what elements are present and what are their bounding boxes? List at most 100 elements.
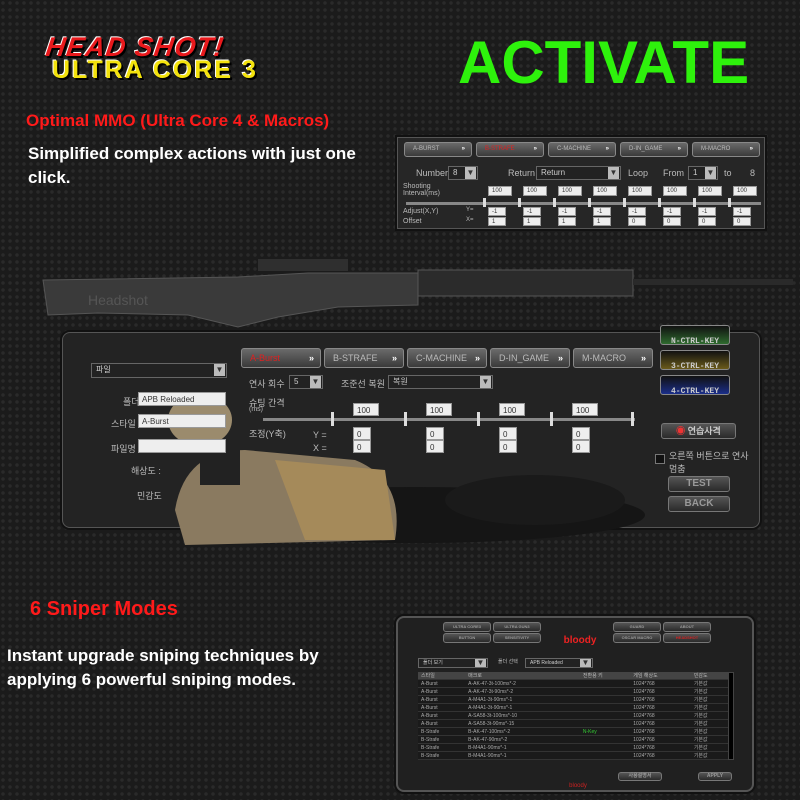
- interval-input[interactable]: 100: [353, 403, 379, 416]
- practice-shooting-button[interactable]: ◉ 연습사격: [661, 423, 736, 439]
- x-offset-input[interactable]: 0: [628, 217, 646, 226]
- interval-input[interactable]: 100: [572, 403, 598, 416]
- apply-button[interactable]: APPLY: [698, 772, 732, 781]
- column-header[interactable]: 게임 해상도: [630, 672, 691, 680]
- from-select[interactable]: 1: [688, 166, 718, 180]
- nav-tab[interactable]: HEADSHOT: [663, 633, 711, 643]
- file-menu[interactable]: 파일: [91, 363, 227, 378]
- slider-handle[interactable]: [553, 198, 556, 207]
- filename-field[interactable]: [138, 439, 226, 453]
- style-field[interactable]: A-Burst: [138, 414, 226, 428]
- column-header[interactable]: 민감도: [690, 672, 728, 680]
- x-offset-input[interactable]: 0: [353, 440, 371, 453]
- interval-slider[interactable]: [263, 418, 635, 421]
- interval-input[interactable]: 100: [523, 186, 547, 196]
- interval-input[interactable]: 100: [733, 186, 757, 196]
- x-offset-input[interactable]: 0: [663, 217, 681, 226]
- y-offset-input[interactable]: -1: [523, 207, 541, 216]
- back-button[interactable]: BACK: [668, 496, 730, 512]
- interval-input[interactable]: 100: [488, 186, 512, 196]
- y-offset-input[interactable]: -1: [628, 207, 646, 216]
- tab-d-in_game[interactable]: D-IN_GAME: [620, 142, 688, 157]
- ctrl-key-button[interactable]: 3-CTRL-KEY: [660, 350, 730, 371]
- slider-handle[interactable]: [404, 412, 407, 426]
- tab-b-strafe[interactable]: B-STRAFE: [324, 348, 404, 368]
- y-offset-input[interactable]: -1: [558, 207, 576, 216]
- user-guide-button[interactable]: 사용설명서: [618, 772, 662, 781]
- tab-m-macro[interactable]: M-MACRO: [573, 348, 653, 368]
- nav-tab[interactable]: SENSITIVITY: [493, 633, 541, 643]
- tab-d-in_game[interactable]: D-IN_GAME: [490, 348, 570, 368]
- nav-tab[interactable]: GUARD: [613, 622, 661, 632]
- x-offset-input[interactable]: 0: [733, 217, 751, 226]
- ctrl-key-button[interactable]: 4-CTRL-KEY: [660, 375, 730, 396]
- slider-handle[interactable]: [483, 198, 486, 207]
- x-offset-input[interactable]: 0: [698, 217, 716, 226]
- y-offset-input[interactable]: -1: [488, 207, 506, 216]
- nav-tab[interactable]: ABOUT: [663, 622, 711, 632]
- x-offset-input[interactable]: 1: [488, 217, 506, 226]
- y-offset-input[interactable]: -1: [698, 207, 716, 216]
- y-offset-input[interactable]: 0: [353, 427, 371, 440]
- numbers-select[interactable]: 8: [448, 166, 478, 180]
- tab-m-macro[interactable]: M-MACRO: [692, 142, 760, 157]
- interval-input[interactable]: 100: [426, 403, 452, 416]
- interval-input[interactable]: 100: [628, 186, 652, 196]
- interval-input[interactable]: 100: [558, 186, 582, 196]
- y-offset-input[interactable]: -1: [733, 207, 751, 216]
- y-offset-input[interactable]: -1: [593, 207, 611, 216]
- x-offset-input[interactable]: 1: [593, 217, 611, 226]
- interval-input[interactable]: 100: [663, 186, 687, 196]
- right-click-checkbox[interactable]: [655, 454, 665, 464]
- crosshair-select[interactable]: 복원: [388, 375, 493, 389]
- tab-a-burst[interactable]: A-Burst: [241, 348, 321, 368]
- tab-a-burst[interactable]: A-BURST: [404, 142, 472, 157]
- folder-view-select[interactable]: 폴더 보기: [418, 658, 488, 668]
- column-header[interactable]: 스타일: [418, 672, 466, 680]
- x-offset-input[interactable]: 1: [558, 217, 576, 226]
- burst-count-select[interactable]: 5: [289, 375, 323, 389]
- column-header[interactable]: 전환용 키: [579, 672, 631, 680]
- x-offset-input[interactable]: 0: [572, 440, 590, 453]
- nav-tab[interactable]: ULTRA GUN3: [493, 622, 541, 632]
- slider-handle[interactable]: [728, 198, 731, 207]
- nav-tab[interactable]: OSCAR MACRO: [613, 633, 661, 643]
- y-offset-input[interactable]: 0: [572, 427, 590, 440]
- slider-handle[interactable]: [550, 412, 553, 426]
- slider-handle[interactable]: [518, 198, 521, 207]
- tab-b-strafe[interactable]: B-STRAFE: [476, 142, 544, 157]
- slider-handle[interactable]: [631, 412, 634, 426]
- ctrl-key-button[interactable]: N-CTRL-KEY: [660, 325, 730, 346]
- tab-c-machine[interactable]: C-MACHINE: [407, 348, 487, 368]
- nav-tab[interactable]: BUTTON: [443, 633, 491, 643]
- test-button[interactable]: TEST: [668, 476, 730, 492]
- x-offset-input[interactable]: 0: [426, 440, 444, 453]
- interval-input[interactable]: 100: [499, 403, 525, 416]
- nav-tab[interactable]: ULTRA CORE3: [443, 622, 491, 632]
- column-header[interactable]: 매크로: [465, 672, 580, 680]
- return-select[interactable]: Return: [536, 166, 621, 180]
- interval-slider[interactable]: [406, 202, 761, 205]
- x-offset-input[interactable]: 0: [499, 440, 517, 453]
- y-offset-input[interactable]: 0: [426, 427, 444, 440]
- slider-handle[interactable]: [693, 198, 696, 207]
- slider-handle[interactable]: [588, 198, 591, 207]
- slider-handle[interactable]: [477, 412, 480, 426]
- y-offset-input[interactable]: 0: [499, 427, 517, 440]
- interval-input[interactable]: 100: [593, 186, 617, 196]
- slider-handle[interactable]: [658, 198, 661, 207]
- tab-c-machine[interactable]: C-MACHINE: [548, 142, 616, 157]
- table-scrollbar[interactable]: [728, 672, 734, 760]
- y-offset-input[interactable]: -1: [663, 207, 681, 216]
